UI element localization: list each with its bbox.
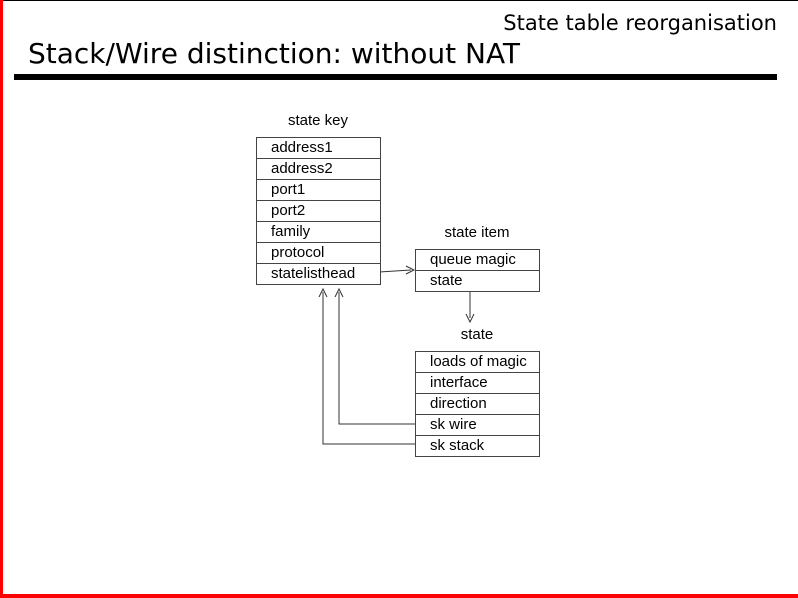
table-row: queue magic: [416, 250, 539, 271]
arrow-sk-stack-to-state-key: [318, 287, 415, 445]
arrow-statelisthead-to-state-item: [379, 265, 416, 275]
table-row: loads of magic: [416, 352, 539, 373]
table-row: sk wire: [416, 415, 539, 436]
state-key-label: state key: [287, 112, 349, 129]
state-item-label: state item: [444, 224, 510, 241]
slide-title: Stack/Wire distinction: without NAT: [28, 37, 521, 70]
table-row: sk stack: [430, 437, 485, 454]
table-row: state: [430, 272, 463, 289]
slide-context-header: State table reorganisation: [503, 11, 777, 35]
arrow-state-item-to-state: [465, 291, 475, 324]
table-row: family: [257, 222, 380, 243]
table-row: protocol: [257, 243, 380, 264]
slide-top-border: [0, 0, 798, 1]
table-row: address1: [257, 138, 380, 159]
table-row: port2: [257, 201, 380, 222]
title-rule: [14, 74, 777, 80]
table-row: direction: [416, 394, 539, 415]
state-label: state: [460, 326, 494, 343]
table-row: address2: [257, 159, 380, 180]
table-row: interface: [416, 373, 539, 394]
table-row: port1: [257, 180, 380, 201]
arrow-sk-wire-to-state-key: [334, 287, 415, 425]
table-row: statelisthead: [271, 265, 356, 282]
slide-left-accent-bar: [0, 0, 3, 598]
slide-bottom-accent-bar: [0, 594, 798, 598]
